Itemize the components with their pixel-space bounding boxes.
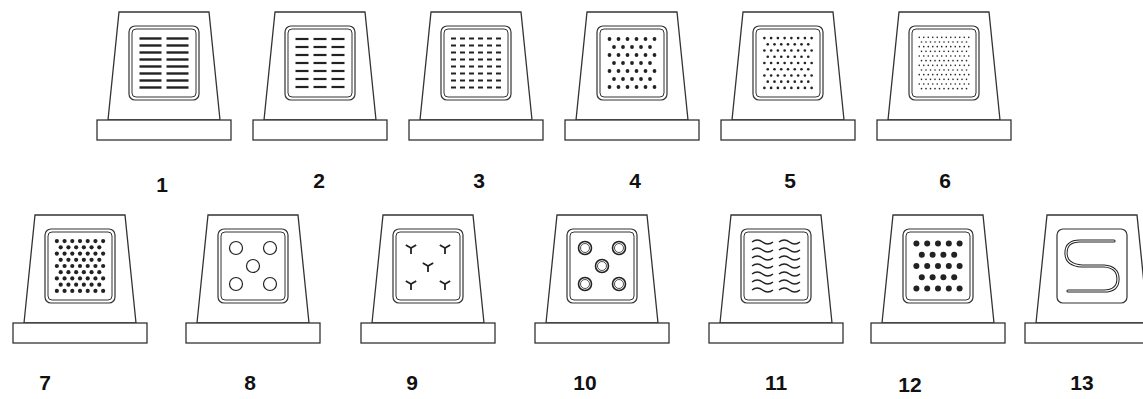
callout-number: 2: [313, 170, 325, 191]
grating-frame-inner: [744, 232, 808, 300]
grating-pattern: [752, 240, 800, 292]
grater: [1025, 215, 1143, 343]
grating-pattern: [55, 239, 105, 293]
callout-number: 5: [784, 170, 796, 191]
grater-body: [888, 12, 1000, 120]
callout-number: 12: [898, 374, 921, 395]
grating-pattern: [140, 39, 189, 88]
grating-pattern: [608, 37, 657, 89]
grater-body: [882, 215, 994, 323]
grater-base: [253, 120, 387, 140]
grater-body: [732, 12, 844, 120]
callout-number: 1: [156, 174, 168, 195]
grating-pattern: [230, 242, 277, 291]
grating-frame-inner: [570, 232, 634, 300]
grating-frame: [285, 26, 355, 100]
grater-base: [409, 120, 543, 140]
grater-body: [420, 12, 532, 120]
grating-frame: [753, 26, 823, 100]
grater-body: [197, 215, 309, 323]
grating-frame: [1057, 229, 1127, 303]
grating-frame: [741, 229, 811, 303]
grater: [409, 12, 543, 140]
grating-frame-inner: [132, 29, 196, 97]
callout-number: 7: [39, 372, 51, 393]
grater: [709, 215, 843, 343]
callout-number: 10: [573, 372, 596, 393]
grater: [877, 12, 1011, 140]
grating-frame: [218, 229, 288, 303]
grating-frame: [909, 26, 979, 100]
callout-number: 11: [765, 372, 787, 393]
grating-frame-inner: [756, 29, 820, 97]
grating-pattern: [579, 242, 626, 291]
callout-number: 4: [629, 170, 641, 191]
grating-frame: [441, 26, 511, 100]
grater: [97, 12, 231, 140]
grating-frame-inner: [288, 29, 352, 97]
grater-base: [721, 120, 855, 140]
grating-frame: [45, 229, 115, 303]
grater-base: [871, 323, 1005, 343]
grating-frame-inner: [48, 232, 112, 300]
grating-pattern: [406, 245, 450, 290]
grater: [186, 215, 320, 343]
grating-frame-inner: [600, 29, 664, 97]
grating-frame-inner: [444, 29, 508, 97]
grater-base: [186, 323, 320, 343]
grater: [361, 215, 495, 343]
grater-base: [565, 120, 699, 140]
grating-pattern: [918, 37, 969, 90]
callout-number: 8: [244, 372, 256, 393]
grating-pattern: [296, 39, 345, 87]
grater-base: [361, 323, 495, 343]
grater-body: [1036, 215, 1143, 323]
grating-frame: [903, 229, 973, 303]
grating-pattern: [1066, 241, 1118, 291]
grating-pattern: [913, 241, 962, 292]
grater: [565, 12, 699, 140]
grating-frame: [129, 26, 199, 100]
grater-base: [13, 323, 147, 343]
grater: [253, 12, 387, 140]
grater-body: [546, 215, 658, 323]
grating-frame: [567, 229, 637, 303]
grater-base: [535, 323, 669, 343]
grating-pattern: [763, 37, 813, 89]
grater-base: [877, 120, 1011, 140]
grater: [721, 12, 855, 140]
grater-body: [372, 215, 484, 323]
grating-frame-inner: [221, 232, 285, 300]
grater-base: [1025, 323, 1143, 343]
grater-body: [24, 215, 136, 323]
grating-frame-inner: [906, 232, 970, 300]
callout-number: 6: [939, 170, 951, 191]
grater: [13, 215, 147, 343]
callout-number: 13: [1070, 372, 1093, 393]
grating-frame: [597, 26, 667, 100]
grating-pattern: [451, 39, 501, 88]
callout-number: 3: [473, 170, 485, 191]
grater-body: [108, 12, 220, 120]
grating-frame-inner: [396, 232, 460, 300]
grater-body: [576, 12, 688, 120]
grater-body: [264, 12, 376, 120]
grater: [871, 215, 1005, 343]
grating-frame: [393, 229, 463, 303]
grater-base: [709, 323, 843, 343]
grater: [535, 215, 669, 343]
grater-body: [720, 215, 832, 323]
grating-frame-inner: [912, 29, 976, 97]
grater-base: [97, 120, 231, 140]
callout-number: 9: [406, 372, 418, 393]
